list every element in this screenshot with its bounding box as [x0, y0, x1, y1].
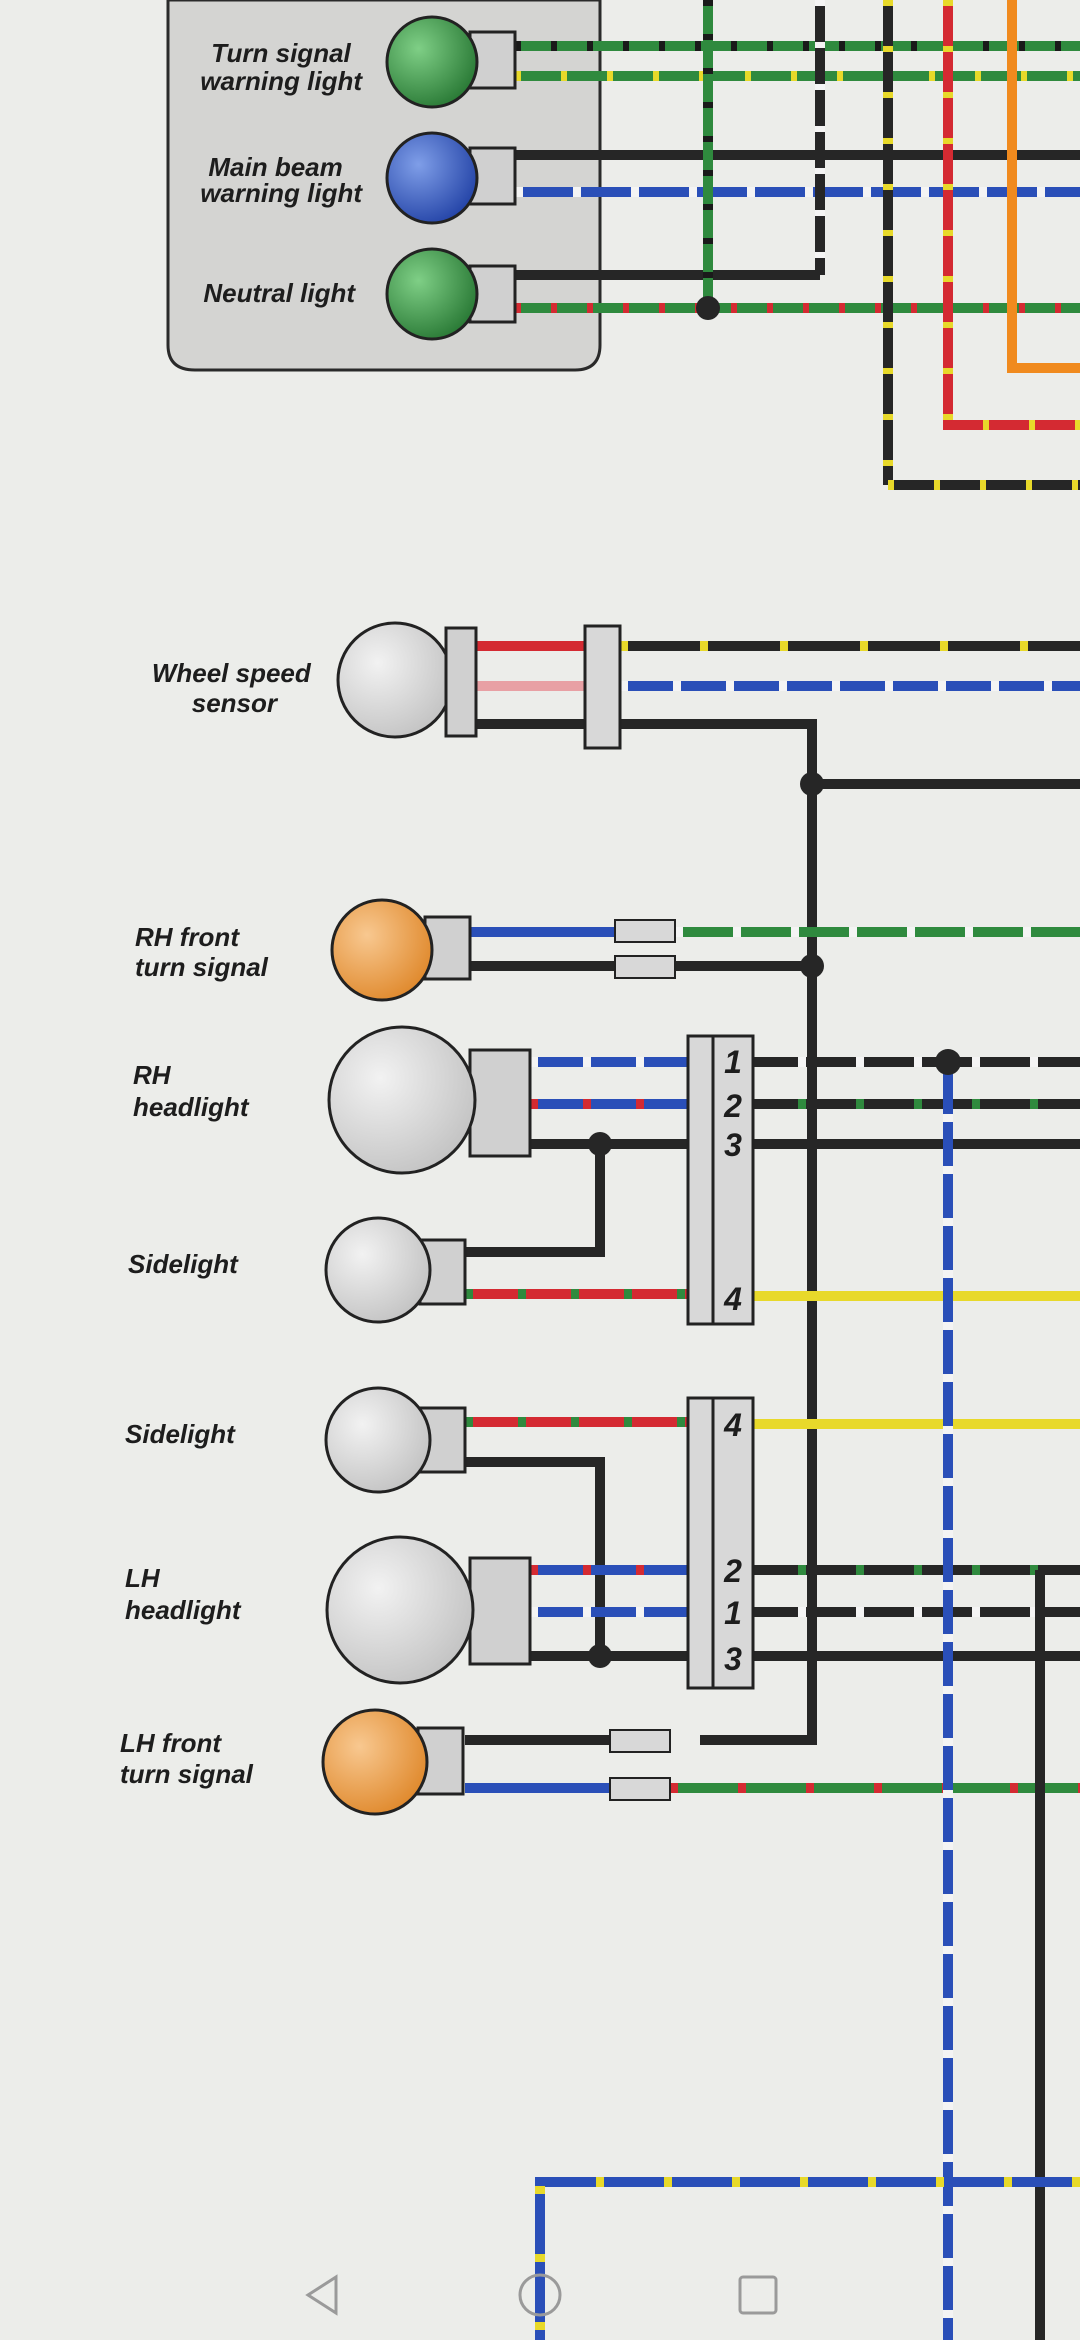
pin-label: 4	[723, 1407, 742, 1443]
sidelight-lower-label: Sidelight	[125, 1419, 236, 1449]
rh-ts-junction	[800, 954, 824, 978]
wheel-speed-sensor	[336, 621, 622, 750]
system-nav-bar	[0, 2250, 1080, 2340]
sidelight-upper-bulb	[324, 1216, 467, 1324]
panel-junction	[696, 296, 720, 320]
lh-headlight-wires	[465, 1417, 1080, 1661]
recents-button[interactable]	[734, 2271, 782, 2319]
main-beam-warning-label: Main beam warning light	[200, 152, 363, 208]
connector-upper: 1 2 3 4	[686, 1034, 755, 1326]
pin-label: 1	[724, 1595, 742, 1631]
lh-turn-signal-wires	[465, 1735, 1080, 1793]
sidelight-lower-bulb	[324, 1386, 467, 1494]
lh-front-turn-signal-label: LH front turn signal	[120, 1728, 254, 1789]
rh-headlight-wires	[465, 1057, 1080, 1301]
neutral-light-label: Neutral light	[203, 278, 356, 308]
home-icon	[518, 2273, 562, 2317]
panel-wires	[515, 0, 1080, 490]
lh-headlight-junction	[588, 1644, 612, 1668]
neutral-light-bulb	[385, 247, 517, 341]
back-icon	[305, 2274, 338, 2316]
wheel-speed-wires	[470, 641, 1080, 1745]
rh-front-turn-signal-bulb	[330, 898, 676, 1002]
sidelight-upper-label: Sidelight	[128, 1249, 239, 1279]
pin-label: 2	[723, 1088, 742, 1124]
rh-front-turn-signal-label: RH front turn signal	[135, 922, 269, 982]
rh-headlight-label: RH headlight	[133, 1060, 250, 1122]
rh-headlight-bulb	[327, 1025, 532, 1175]
home-button[interactable]	[516, 2271, 564, 2319]
back-button[interactable]	[298, 2271, 346, 2319]
rh-headlight-junction	[588, 1132, 612, 1156]
main-beam-warning-bulb	[385, 131, 517, 225]
lh-headlight-label: LH headlight	[125, 1563, 242, 1625]
turn-signal-warning-label: Turn signal warning light	[200, 38, 363, 96]
turn-signal-warning-bulb	[385, 15, 517, 109]
lh-front-turn-signal-bulb	[321, 1708, 671, 1816]
trunk-junction	[935, 1049, 961, 1075]
recents-icon	[738, 2275, 778, 2315]
connector-lower: 4 2 1 3	[686, 1396, 755, 1690]
wheel-speed-sensor-label: Wheel speed sensor	[152, 658, 318, 718]
rh-turn-signal-wires	[465, 927, 1080, 971]
vertical-trunks	[535, 1062, 1080, 2340]
pin-label: 2	[723, 1553, 742, 1589]
pin-label: 1	[724, 1044, 742, 1080]
pin-label: 4	[723, 1281, 742, 1317]
lh-headlight-bulb	[325, 1535, 532, 1685]
ground-junction	[800, 772, 824, 796]
pin-label: 3	[724, 1641, 742, 1677]
pin-label: 3	[724, 1127, 742, 1163]
